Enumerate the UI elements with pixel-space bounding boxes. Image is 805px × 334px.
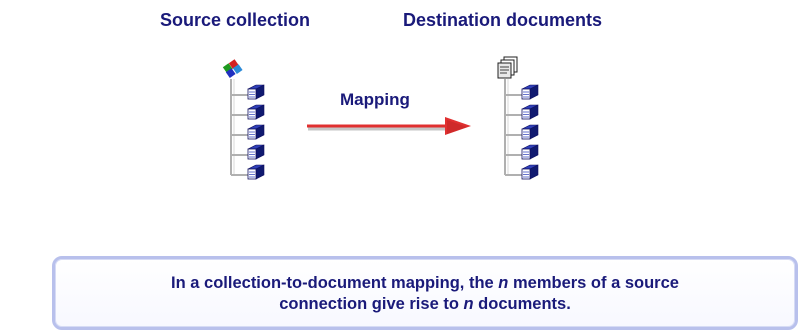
caption-variable-n: n [498,274,509,292]
record-table-icon [505,104,539,120]
record-table-icon [505,144,539,160]
source-collection-heading: Source collection [160,10,311,30]
destination-documents-heading: Destination documents [403,10,603,30]
record-table-icon [231,104,265,120]
caption-variable-n: n [463,295,474,313]
caption-text: In a collection-to-document mapping, the… [55,273,795,315]
caption-part: In a collection-to-document mapping, the [171,274,499,292]
record-table-icon [505,124,539,140]
record-table-icon [231,124,265,140]
record-table-icon [231,84,265,100]
documents-stack-icon [497,56,518,79]
caption-part: members of a source [508,274,679,292]
record-table-icon [231,164,265,180]
destination-documents-tree [497,56,539,180]
mapping-label: Mapping [340,90,410,109]
mapping-arrow [307,117,471,135]
collection-icon [222,59,243,78]
record-table-icon [505,84,539,100]
caption-box: In a collection-to-document mapping, the… [52,256,798,330]
record-table-icon [505,164,539,180]
caption-part: documents. [473,295,571,313]
caption-part: connection give rise to [279,295,464,313]
source-collection-tree [222,59,265,180]
record-table-icon [231,144,265,160]
